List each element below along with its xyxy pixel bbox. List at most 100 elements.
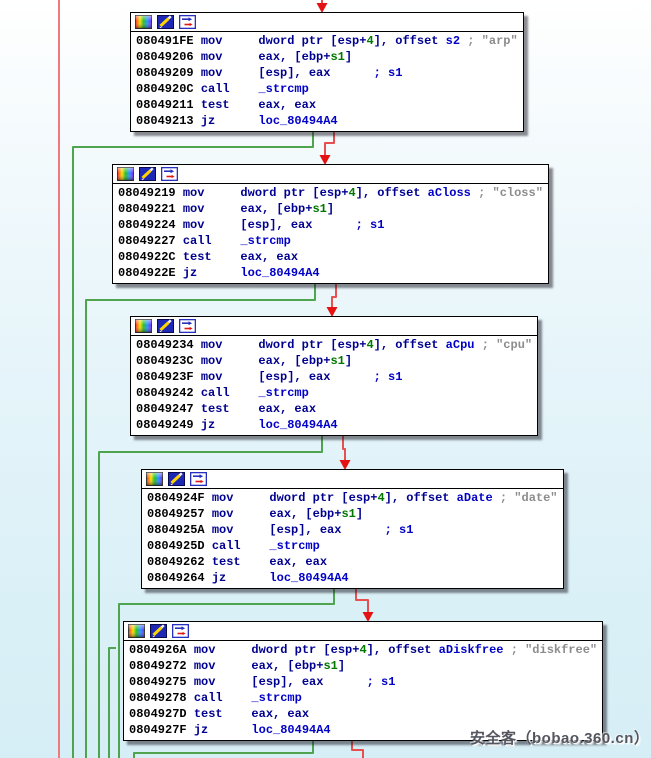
asm-token: aDiskfree (438, 643, 504, 657)
asm-token: mov (200, 338, 259, 352)
asm-token: mov (193, 659, 252, 674)
asm-token: 0804925A (147, 523, 212, 538)
asm-line[interactable]: 08049242 call _strcmp (136, 385, 532, 401)
asm-token: dword ptr [esp+ (258, 34, 367, 48)
group-nodes-icon[interactable] (190, 472, 207, 486)
asm-line[interactable]: 0804926A mov dword ptr [esp+4], offset a… (129, 642, 597, 658)
asm-token: 08049247 (136, 402, 201, 417)
node-color-icon[interactable] (135, 15, 152, 29)
asm-token: ], offset (355, 186, 428, 200)
asm-token: [esp], eax (240, 218, 313, 233)
asm-token (330, 66, 373, 80)
block-080491FE[interactable]: 080491FE mov dword ptr [esp+4], offset s… (130, 12, 524, 132)
asm-token: jz (193, 723, 252, 738)
asm-token (323, 675, 366, 689)
disassembly-listing: 080491FE mov dword ptr [esp+4], offset s… (131, 32, 523, 131)
asm-line[interactable]: 0804925D call _strcmp (147, 538, 558, 554)
asm-line[interactable]: 0804923F mov [esp], eax ; s1 (136, 369, 532, 385)
asm-line[interactable]: 08049278 call _strcmp (129, 690, 597, 706)
asm-line[interactable]: 08049213 jz loc_80494A4 (136, 113, 518, 129)
asm-line[interactable]: 0804920C call _strcmp (136, 81, 518, 97)
asm-line[interactable]: 08049209 mov [esp], eax ; s1 (136, 65, 518, 81)
asm-token (330, 370, 373, 384)
node-color-icon[interactable] (128, 624, 145, 638)
asm-line[interactable]: 08049275 mov [esp], eax ; s1 (129, 674, 597, 690)
asm-token: test (200, 402, 259, 417)
edit-node-icon[interactable] (150, 624, 167, 638)
asm-token: jz (200, 418, 259, 433)
asm-line[interactable]: 0804922C test eax, eax (118, 249, 543, 265)
asm-token: mov (200, 370, 259, 385)
asm-token: 4 (377, 491, 385, 505)
asm-token: 08049264 (147, 571, 212, 586)
asm-token: 08049242 (136, 386, 201, 401)
group-nodes-icon[interactable] (161, 167, 178, 181)
block-0804926A[interactable]: 0804926A mov dword ptr [esp+4], offset a… (123, 621, 604, 741)
asm-line[interactable]: 0804925A mov [esp], eax ; s1 (147, 522, 558, 538)
asm-token (471, 186, 478, 200)
asm-line[interactable]: 08049262 test eax, eax (147, 554, 558, 570)
asm-token: dword ptr [esp+ (258, 338, 367, 352)
asm-line[interactable]: 08049247 test eax, eax (136, 401, 532, 417)
asm-line[interactable]: 08049227 call _strcmp (118, 233, 543, 249)
group-nodes-icon[interactable] (179, 15, 196, 29)
b1-fallthrough-edge (324, 131, 335, 156)
asm-line[interactable]: 0804922E jz loc_80494A4 (118, 265, 543, 281)
b1-jump-taken-edge (72, 131, 314, 758)
asm-line[interactable]: 0804927D test eax, eax (129, 706, 597, 722)
asm-token: ; "closs" (478, 186, 543, 200)
block-08049219[interactable]: 08049219 mov dword ptr [esp+4], offset a… (112, 164, 549, 284)
asm-line[interactable]: 08049249 jz loc_80494A4 (136, 417, 532, 433)
asm-token: _strcmp (269, 539, 320, 554)
asm-token: 0804925D (147, 539, 212, 554)
asm-token: ], offset (373, 34, 446, 48)
b2-fallthrough-edge-arrowhead (326, 307, 338, 317)
asm-line[interactable]: 08049272 mov eax, [ebp+s1] (129, 658, 597, 674)
asm-token: loc_80494A4 (251, 723, 331, 738)
asm-line[interactable]: 08049221 mov eax, [ebp+s1] (118, 201, 543, 217)
asm-token: test (211, 555, 270, 570)
asm-token: call (211, 539, 270, 554)
group-nodes-icon[interactable] (172, 624, 189, 638)
asm-token (312, 218, 355, 232)
asm-token: ; s1 (366, 675, 396, 690)
group-nodes-icon[interactable] (179, 319, 196, 333)
edit-node-icon[interactable] (157, 15, 174, 29)
disassembly-listing: 08049234 mov dword ptr [esp+4], offset a… (131, 336, 537, 435)
asm-token: [esp], eax (258, 370, 331, 385)
edit-node-icon[interactable] (139, 167, 156, 181)
asm-token: s1 (330, 50, 345, 65)
asm-token: mov (200, 66, 259, 81)
asm-token: eax, [ebp+ (240, 202, 313, 217)
asm-token: call (182, 234, 241, 249)
asm-line[interactable]: 08049234 mov dword ptr [esp+4], offset a… (136, 337, 532, 353)
asm-line[interactable]: 080491FE mov dword ptr [esp+4], offset s… (136, 33, 518, 49)
asm-token: eax, [ebp+ (269, 507, 342, 522)
asm-line[interactable]: 0804927F jz loc_80494A4 (129, 722, 597, 738)
asm-line[interactable]: 08049211 test eax, eax (136, 97, 518, 113)
node-color-icon[interactable] (135, 319, 152, 333)
asm-line[interactable]: 08049206 mov eax, [ebp+s1] (136, 49, 518, 65)
node-titlebar (131, 317, 538, 336)
asm-token: jz (200, 114, 259, 129)
asm-token: s2 (445, 34, 461, 48)
block-08049234[interactable]: 08049234 mov dword ptr [esp+4], offset a… (130, 316, 539, 436)
edit-node-icon[interactable] (157, 319, 174, 333)
asm-line[interactable]: 0804923C mov eax, [ebp+s1] (136, 353, 532, 369)
asm-token: 08049234 (136, 338, 201, 352)
edit-node-icon[interactable] (168, 472, 185, 486)
asm-line[interactable]: 08049264 jz loc_80494A4 (147, 570, 558, 586)
node-titlebar (113, 165, 548, 184)
node-color-icon[interactable] (146, 472, 163, 486)
asm-line[interactable]: 08049224 mov [esp], eax ; s1 (118, 217, 543, 233)
asm-token: ; s1 (384, 523, 414, 538)
asm-token: mov (211, 523, 270, 538)
node-color-icon[interactable] (117, 167, 134, 181)
asm-line[interactable]: 08049219 mov dword ptr [esp+4], offset a… (118, 185, 543, 201)
asm-line[interactable]: 08049257 mov eax, [ebp+s1] (147, 506, 558, 522)
asm-line[interactable]: 0804924F mov dword ptr [esp+4], offset a… (147, 490, 558, 506)
asm-token (341, 523, 384, 537)
block-0804924F[interactable]: 0804924F mov dword ptr [esp+4], offset a… (141, 469, 564, 589)
